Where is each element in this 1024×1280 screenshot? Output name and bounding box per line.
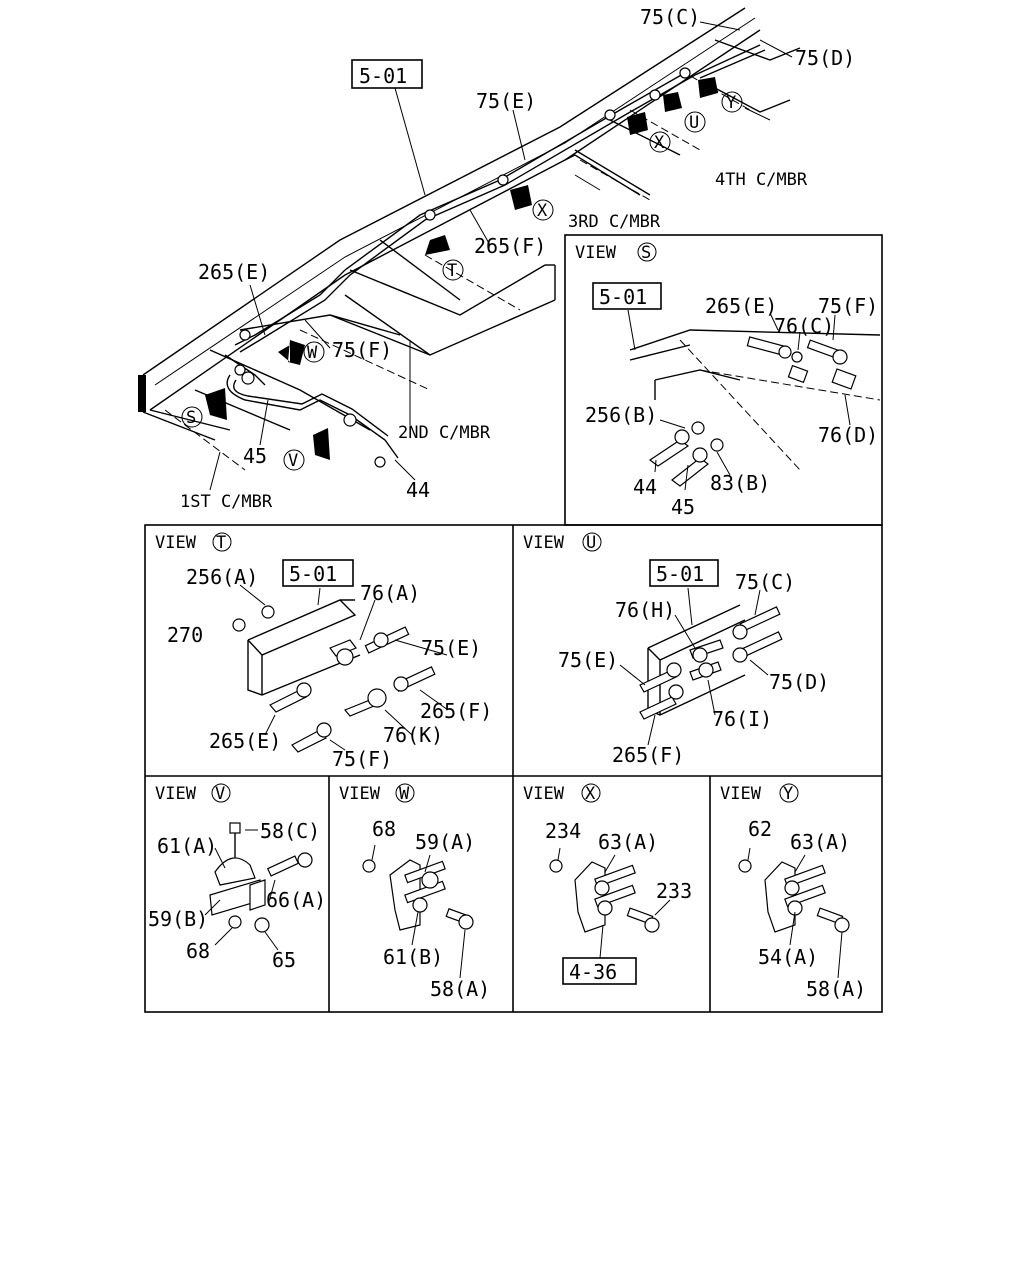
view-u-label-265f: 265(F) <box>612 743 684 767</box>
view-u-ref-box: 5-01 <box>656 562 704 586</box>
svg-text:U: U <box>689 113 699 133</box>
view-y-label-58a: 58(A) <box>806 977 866 1001</box>
view-t-label-256a: 256(A) <box>186 565 258 589</box>
view-s-label-76c: 76(C) <box>774 314 834 338</box>
view-y-panel: VIEW Y 62 63(A) 54(A) 58(A) <box>720 783 866 1001</box>
view-u-label-76i: 76(I) <box>712 707 772 731</box>
member-4th: 4TH C/MBR <box>715 170 808 190</box>
view-y-label-63a: 63(A) <box>790 830 850 854</box>
view-u-label-75e: 75(E) <box>558 648 618 672</box>
view-v-panel: VIEW V 58(C) 61(A) 66(A) 59(B) 68 65 <box>148 783 326 972</box>
view-w-label-58a: 58(A) <box>430 977 490 1001</box>
callout-265e: 265(E) <box>198 260 270 284</box>
view-y-title: VIEW <box>720 784 762 804</box>
svg-text:Y: Y <box>726 93 736 113</box>
view-t-label-270: 270 <box>167 623 203 647</box>
callout-75d: 75(D) <box>795 46 855 70</box>
view-t-marker: T <box>216 533 226 553</box>
callout-45: 45 <box>243 444 267 468</box>
view-marker-w: W <box>303 341 325 363</box>
view-u-title: VIEW <box>523 533 565 553</box>
svg-text:X: X <box>537 201 548 221</box>
view-w-panel: VIEW W 68 59(A) 61(B) 58(A) <box>339 783 490 1001</box>
callout-265f: 265(F) <box>474 234 546 258</box>
view-t-ref-box: 5-01 <box>289 562 337 586</box>
view-t-label-75f: 75(F) <box>332 747 392 771</box>
view-t-label-76k: 76(K) <box>383 723 443 747</box>
ref-box-5-01: 5-01 <box>359 64 407 88</box>
svg-text:T: T <box>447 261 457 281</box>
view-marker-u: U <box>684 111 706 133</box>
view-v-title: VIEW <box>155 784 197 804</box>
view-v-label-59b: 59(B) <box>148 907 208 931</box>
svg-text:V: V <box>288 451 298 471</box>
view-marker-t: T <box>442 259 464 281</box>
view-marker-s: S <box>181 406 203 428</box>
view-u-label-75d: 75(D) <box>769 670 829 694</box>
view-y-label-54a: 54(A) <box>758 945 818 969</box>
view-y-label-62: 62 <box>748 817 772 841</box>
view-t-title: VIEW <box>155 533 197 553</box>
view-s-label-256b: 256(B) <box>585 403 657 427</box>
view-u-marker: U <box>586 533 596 553</box>
svg-text:X: X <box>654 133 665 153</box>
view-x-label-234: 234 <box>545 819 581 843</box>
view-v-label-66a: 66(A) <box>266 888 326 912</box>
view-v-label-61a: 61(A) <box>157 834 217 858</box>
view-x-label-63a: 63(A) <box>598 830 658 854</box>
member-1st: 1ST C/MBR <box>180 492 273 512</box>
view-t-label-265f: 265(F) <box>420 699 492 723</box>
view-s-label-75f: 75(F) <box>818 294 878 318</box>
svg-text:S: S <box>186 408 196 428</box>
view-w-label-61b: 61(B) <box>383 945 443 969</box>
view-s-label-45: 45 <box>671 495 695 519</box>
view-x-marker: X <box>585 784 596 804</box>
view-u-label-76h: 76(H) <box>615 598 675 622</box>
view-marker-x-1: X <box>649 131 671 153</box>
svg-text:W: W <box>307 343 318 363</box>
callout-44: 44 <box>406 478 430 502</box>
view-v-label-58c: 58(C) <box>260 819 320 843</box>
view-v-label-65: 65 <box>272 948 296 972</box>
panel-frames <box>144 234 883 1013</box>
view-v-marker: V <box>215 784 225 804</box>
view-marker-v: V <box>283 449 305 471</box>
view-x-title: VIEW <box>523 784 565 804</box>
view-s-title: VIEW <box>575 243 617 263</box>
callout-75c: 75(C) <box>640 5 700 29</box>
main-frame-drawing <box>138 7 801 491</box>
view-w-label-68: 68 <box>372 817 396 841</box>
view-t-label-265e: 265(E) <box>209 729 281 753</box>
view-w-marker: W <box>399 784 410 804</box>
view-marker-y: Y <box>721 91 743 113</box>
ref-box-frame <box>351 59 423 89</box>
view-marker-x-2: X <box>532 199 554 221</box>
member-3rd: 3RD C/MBR <box>568 212 661 232</box>
view-s-label-44: 44 <box>633 475 657 499</box>
callout-75f: 75(F) <box>332 338 392 362</box>
member-2nd: 2ND C/MBR <box>398 423 491 443</box>
view-s-ref-box: 5-01 <box>599 285 647 309</box>
view-s-label-76d: 76(D) <box>818 423 878 447</box>
callout-75e: 75(E) <box>476 89 536 113</box>
view-x-panel: VIEW X 4-36 234 63(A) 233 <box>523 783 692 985</box>
view-t-label-76a: 76(A) <box>360 581 420 605</box>
view-t-label-75e: 75(E) <box>421 636 481 660</box>
view-s-label-265e: 265(E) <box>705 294 777 318</box>
view-v-label-68: 68 <box>186 939 210 963</box>
view-x-label-233: 233 <box>656 879 692 903</box>
view-y-marker: Y <box>783 784 793 804</box>
view-w-title: VIEW <box>339 784 381 804</box>
view-u-panel: VIEW U 5-01 75(C) 76(H) 75(E) 75(D) 76(I… <box>523 532 829 767</box>
view-u-label-75c: 75(C) <box>735 570 795 594</box>
view-w-label-59a: 59(A) <box>415 830 475 854</box>
view-s-panel: VIEW S 5-01 265(E) 75(F) 76(C) <box>575 242 881 519</box>
view-t-panel: VIEW T 5-01 256(A) 270 76(A) 75(E) <box>155 532 492 771</box>
view-s-marker: S <box>641 243 651 263</box>
view-x-ref-box: 4-36 <box>569 960 617 984</box>
view-s-label-83b: 83(B) <box>710 471 770 495</box>
